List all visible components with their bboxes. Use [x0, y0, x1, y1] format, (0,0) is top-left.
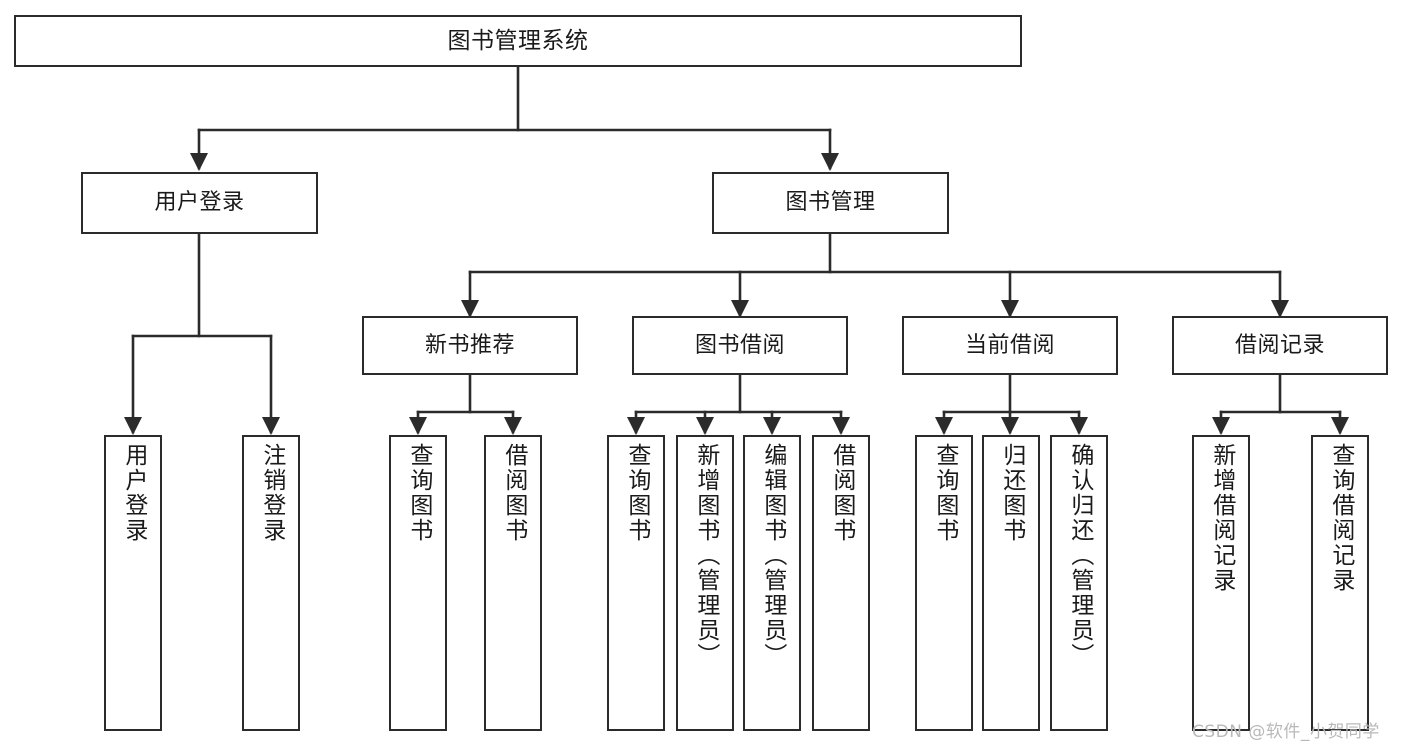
- node-user-login[interactable]: 用户登录: [81, 172, 318, 234]
- leaf-add-borrow-record-label: 新增借阅记录: [1208, 443, 1235, 593]
- node-borrow-record[interactable]: 借阅记录: [1172, 316, 1388, 375]
- leaf-user-login-label: 用户登录: [120, 443, 147, 543]
- leaf-borrow-book-label: 借阅图书: [828, 443, 855, 543]
- leaf-confirm-return-admin-label: 确认归还（管理员）: [1066, 443, 1093, 668]
- leaf-confirm-return-admin[interactable]: 确认归还（管理员）: [1050, 435, 1108, 731]
- leaf-query-book-current[interactable]: 查询图书: [915, 435, 973, 731]
- node-user-login-label: 用户登录: [154, 190, 245, 216]
- leaf-edit-book-admin-label: 编辑图书（管理员）: [759, 443, 786, 668]
- csdn-watermark: CSDN @软件_小贺同学: [1192, 722, 1380, 742]
- node-new-book-recommend-label: 新书推荐: [424, 332, 515, 358]
- leaf-add-book-admin-label: 新增图书（管理员）: [692, 443, 719, 668]
- leaf-return-book-label: 归还图书: [998, 443, 1025, 543]
- node-root-label: 图书管理系统: [447, 27, 589, 54]
- node-book-management[interactable]: 图书管理: [712, 172, 949, 234]
- leaf-add-borrow-record[interactable]: 新增借阅记录: [1192, 435, 1250, 731]
- node-book-management-label: 图书管理: [785, 190, 876, 216]
- leaf-query-borrow-record[interactable]: 查询借阅记录: [1311, 435, 1369, 731]
- leaf-query-book-current-label: 查询图书: [931, 443, 958, 543]
- leaf-query-book-borrow-label: 查询图书: [623, 443, 650, 543]
- leaf-user-login[interactable]: 用户登录: [104, 435, 162, 731]
- leaf-add-book-admin[interactable]: 新增图书（管理员）: [676, 435, 734, 731]
- node-book-borrow-label: 图书借阅: [694, 332, 785, 358]
- leaf-user-logout-label: 注销登录: [258, 443, 285, 543]
- node-current-borrow[interactable]: 当前借阅: [902, 316, 1118, 375]
- leaf-query-book-recommend-label: 查询图书: [405, 443, 432, 543]
- node-current-borrow-label: 当前借阅: [964, 332, 1055, 358]
- leaf-query-book-recommend[interactable]: 查询图书: [389, 435, 447, 731]
- leaf-query-book-borrow[interactable]: 查询图书: [607, 435, 665, 731]
- leaf-borrow-book-recommend[interactable]: 借阅图书: [484, 435, 542, 731]
- node-new-book-recommend[interactable]: 新书推荐: [362, 316, 578, 375]
- leaf-borrow-book[interactable]: 借阅图书: [812, 435, 870, 731]
- node-borrow-record-label: 借阅记录: [1234, 332, 1325, 358]
- node-root[interactable]: 图书管理系统: [14, 15, 1022, 67]
- leaf-user-logout[interactable]: 注销登录: [242, 435, 300, 731]
- leaf-query-borrow-record-label: 查询借阅记录: [1327, 443, 1354, 593]
- node-book-borrow[interactable]: 图书借阅: [632, 316, 848, 375]
- leaf-borrow-book-recommend-label: 借阅图书: [500, 443, 527, 543]
- leaf-edit-book-admin[interactable]: 编辑图书（管理员）: [743, 435, 801, 731]
- leaf-return-book[interactable]: 归还图书: [982, 435, 1040, 731]
